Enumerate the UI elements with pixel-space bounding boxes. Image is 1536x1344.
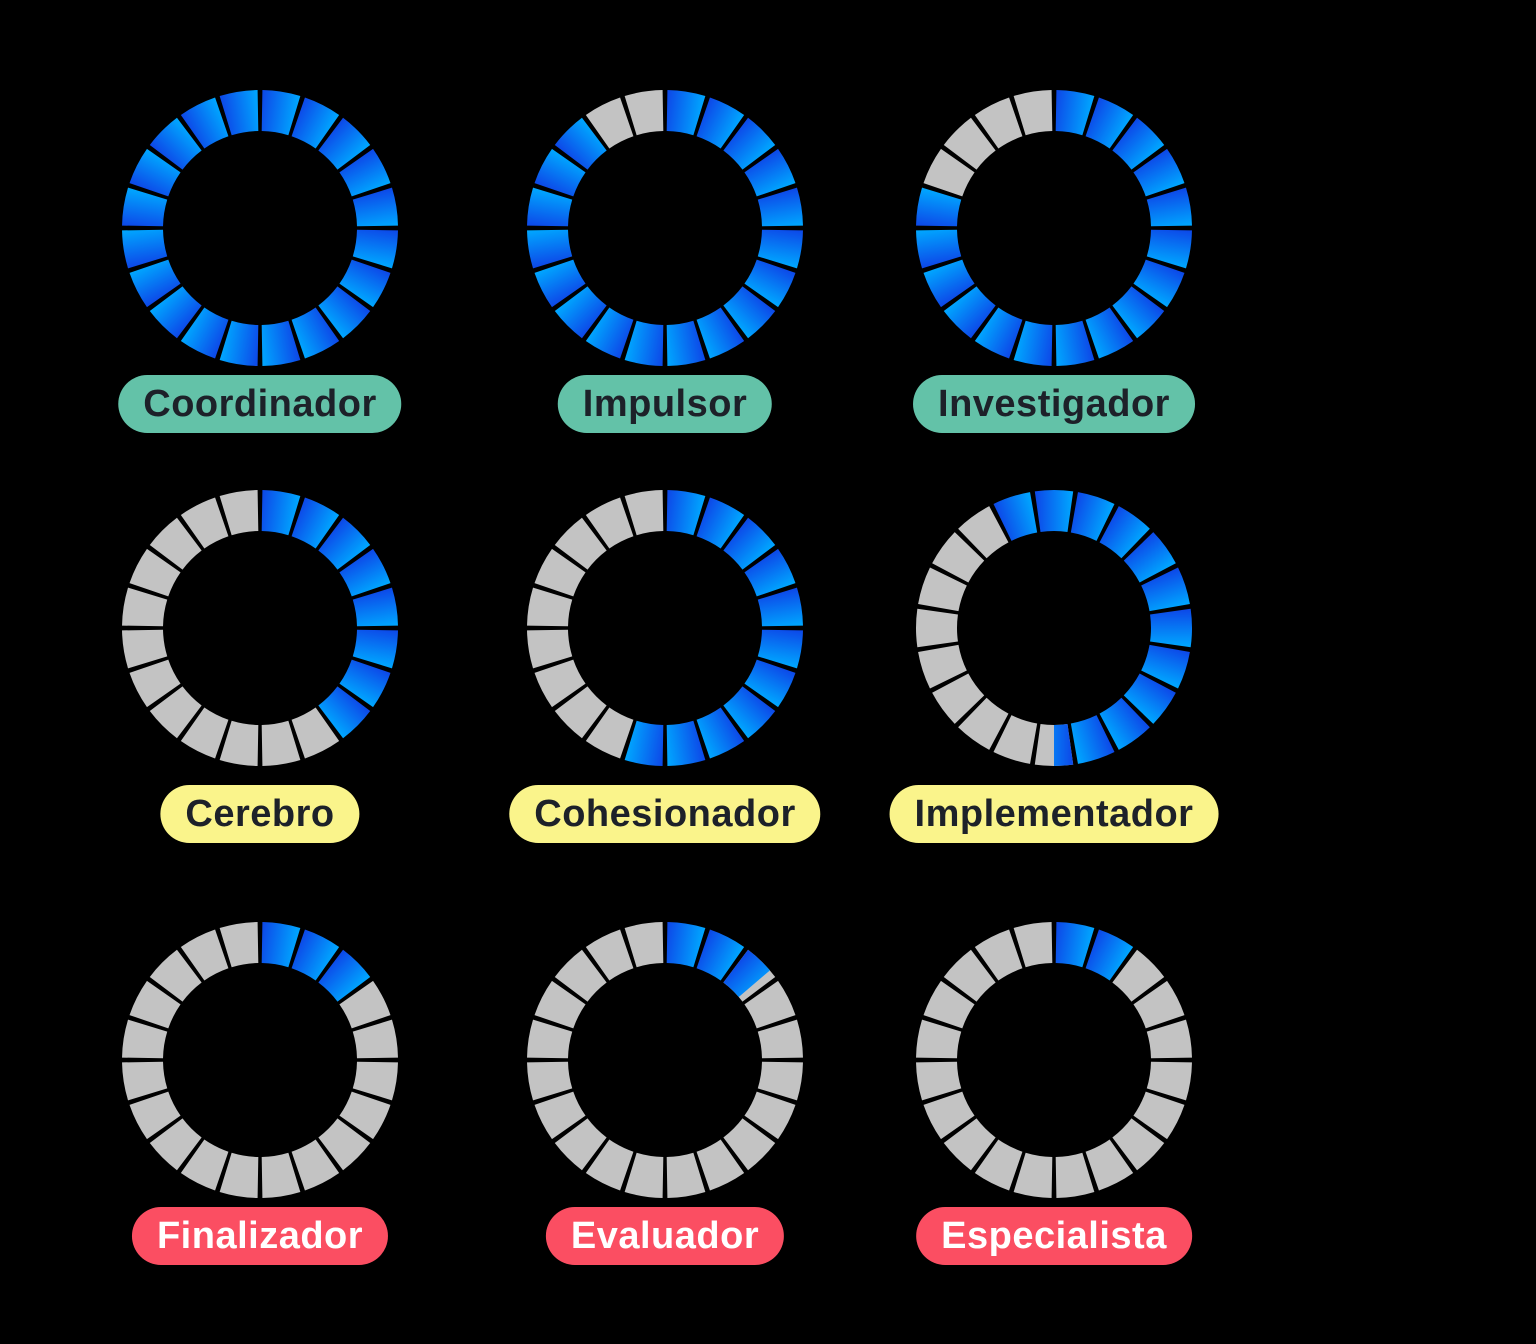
role-label-pill: Coordinador	[118, 375, 402, 433]
role-label-pill: Evaluador	[545, 1207, 785, 1265]
role-ring-gauge	[122, 922, 398, 1198]
role-ring-gauge	[122, 90, 398, 366]
role-label-pill: Implementador	[889, 785, 1219, 843]
role-label: Finalizador	[156, 1215, 364, 1257]
role-ring-gauge	[916, 922, 1192, 1198]
role-ring-gauge	[527, 490, 803, 766]
role-ring-gauge	[527, 922, 803, 1198]
role-label-pill: Investigador	[913, 375, 1195, 433]
role-label: Especialista	[941, 1215, 1167, 1257]
role-label-pill: Especialista	[916, 1207, 1192, 1265]
role-label: Cohesionador	[534, 793, 796, 835]
role-label: Investigador	[938, 383, 1170, 425]
role-label: Impulsor	[582, 383, 748, 425]
role-label-pill: Cerebro	[160, 785, 360, 843]
role-label: Cerebro	[185, 793, 335, 835]
role-ring-gauge	[122, 490, 398, 766]
role-ring-gauge	[916, 490, 1192, 766]
role-label-pill: Cohesionador	[509, 785, 821, 843]
role-label-pill: Finalizador	[131, 1207, 389, 1265]
role-label: Evaluador	[570, 1215, 760, 1257]
role-ring-gauge	[916, 90, 1192, 366]
role-ring-gauge	[527, 90, 803, 366]
role-label-pill: Impulsor	[557, 375, 773, 433]
role-label: Implementador	[914, 793, 1194, 835]
role-label: Coordinador	[143, 383, 377, 425]
